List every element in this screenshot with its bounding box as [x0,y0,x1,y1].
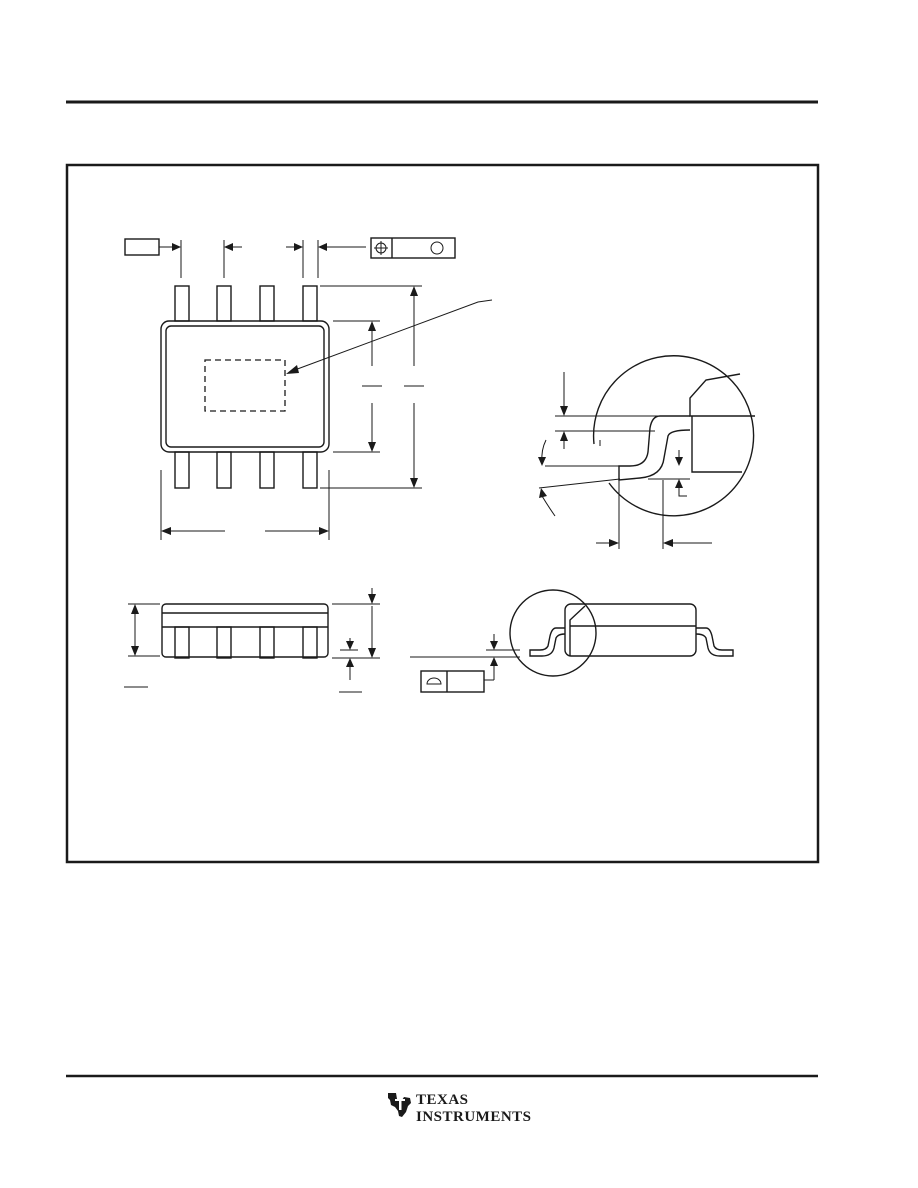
drawing-frame [65,163,820,864]
lead-top-2 [216,285,232,322]
side-view-front [124,588,380,693]
circle-icon [430,241,444,255]
logo-line-2: INSTRUMENTS [416,1109,532,1125]
lead-bottom-2 [216,451,232,489]
detail-lead-form [538,355,755,549]
side-view-end [410,589,734,693]
lead-bottom-3 [259,451,275,489]
lead-bottom-1 [174,451,190,489]
position-tolerance-frame [370,237,456,259]
thermal-pad-outline [204,359,286,412]
lead-top-4 [302,285,318,322]
lead-top-3 [259,285,275,322]
ti-state-icon [388,1093,411,1117]
pitch-label-box [124,238,160,256]
lead-bottom-4 [302,451,318,489]
end-body [564,603,697,657]
top-view [124,237,493,540]
side-lead-4 [302,626,318,659]
lead-top-1 [174,285,190,322]
package-body [160,320,330,453]
side-lead-1 [174,626,190,659]
detail-circle [509,589,597,677]
package-body-inner [165,325,325,448]
logo-line-1: TEXAS [416,1092,469,1108]
side-lead-3 [259,626,275,659]
flatness-icon [426,677,442,685]
side-body [161,603,329,658]
texas-instruments-logo: TEXAS INSTRUMENTS [386,1088,531,1130]
side-lead-2 [216,626,232,659]
flatness-tolerance-frame [420,670,485,693]
